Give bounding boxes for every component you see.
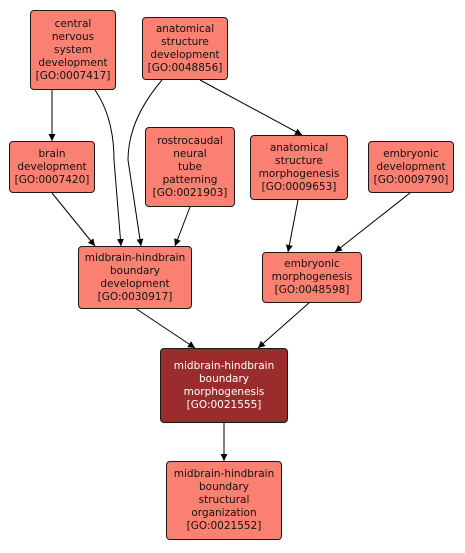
edge-cns-mhbd (94, 89, 124, 247)
node-line: [GO:0021903] (152, 186, 228, 199)
node-line: neural (173, 147, 207, 160)
node-line: tube (178, 160, 202, 173)
node-line: morphogenesis (258, 167, 340, 180)
node-line: structural (198, 494, 250, 506)
node-line: development (17, 160, 87, 173)
node-line: development (376, 160, 446, 173)
node-midbrain-hindbrain-boundary-development[interactable]: midbrain-hindbrain boundary development … (78, 246, 192, 309)
node-line: [GO:0048856] (147, 61, 223, 74)
node-midbrain-hindbrain-boundary-structural-organization[interactable]: midbrain-hindbrain boundary structural o… (166, 461, 282, 540)
node-anatomical-structure-development[interactable]: anatomical structure development [GO:004… (142, 17, 228, 80)
node-brain-development[interactable]: brain development [GO:0007420] (9, 141, 95, 193)
node-line: patterning (162, 173, 218, 186)
node-line: embryonic (383, 147, 439, 160)
node-midbrain-hindbrain-boundary-morphogenesis[interactable]: midbrain-hindbrain boundary morphogenesi… (160, 348, 288, 423)
node-line: boundary (109, 264, 161, 277)
edge-asd-asm (199, 79, 303, 136)
node-line: [GO:0009790] (373, 173, 449, 186)
node-line: [GO:0021555] (186, 398, 262, 411)
edge-mhbd-mhbm (134, 307, 196, 349)
node-central-nervous-system-development[interactable]: central nervous system development [GO:0… (30, 10, 116, 90)
node-line: embryonic (284, 258, 340, 270)
node-line: morphogenesis (183, 385, 265, 398)
node-line: organization (191, 507, 257, 519)
node-line: [GO:0007417] (35, 69, 111, 82)
node-embryonic-development[interactable]: embryonic development [GO:0009790] (368, 141, 454, 193)
edge-ed-em (334, 192, 411, 253)
node-line: midbrain-hindbrain (173, 359, 275, 372)
node-line: [GO:0030917] (97, 290, 173, 303)
node-line: structure (275, 154, 323, 167)
edge-rntp-mhbd (174, 206, 191, 247)
node-line: boundary (198, 481, 250, 493)
node-line: [GO:0021552] (186, 520, 262, 532)
node-line: midbrain-hindbrain (84, 251, 186, 264)
node-line: anatomical (269, 141, 329, 154)
node-line: rostrocaudal (157, 134, 223, 147)
edge-brain-mhbd (51, 192, 96, 247)
edge-asd-mhbd (127, 79, 163, 247)
node-anatomical-structure-morphogenesis[interactable]: anatomical structure morphogenesis [GO:0… (250, 135, 348, 200)
node-line: [GO:0048598] (274, 284, 350, 296)
node-line: boundary (198, 372, 250, 385)
node-line: central (54, 17, 92, 30)
node-line: [GO:0007420] (14, 173, 90, 186)
node-line: nervous (51, 30, 95, 43)
node-line: anatomical (155, 22, 215, 35)
node-line: development (38, 56, 108, 69)
edge-em-mhbm (257, 301, 311, 349)
node-line: structure (161, 35, 209, 48)
node-line: brain (38, 147, 66, 160)
edge-asm-em (285, 199, 299, 253)
node-line: [GO:0009653] (261, 180, 337, 193)
node-line: development (150, 48, 220, 61)
node-line: system (54, 43, 92, 56)
node-line: morphogenesis (271, 271, 353, 283)
node-line: development (100, 277, 170, 290)
node-rostrocaudal-neural-tube-patterning[interactable]: rostrocaudal neural tube patterning [GO:… (145, 127, 235, 207)
node-line: midbrain-hindbrain (173, 468, 275, 480)
node-embryonic-morphogenesis[interactable]: embryonic morphogenesis [GO:0048598] (262, 252, 362, 303)
